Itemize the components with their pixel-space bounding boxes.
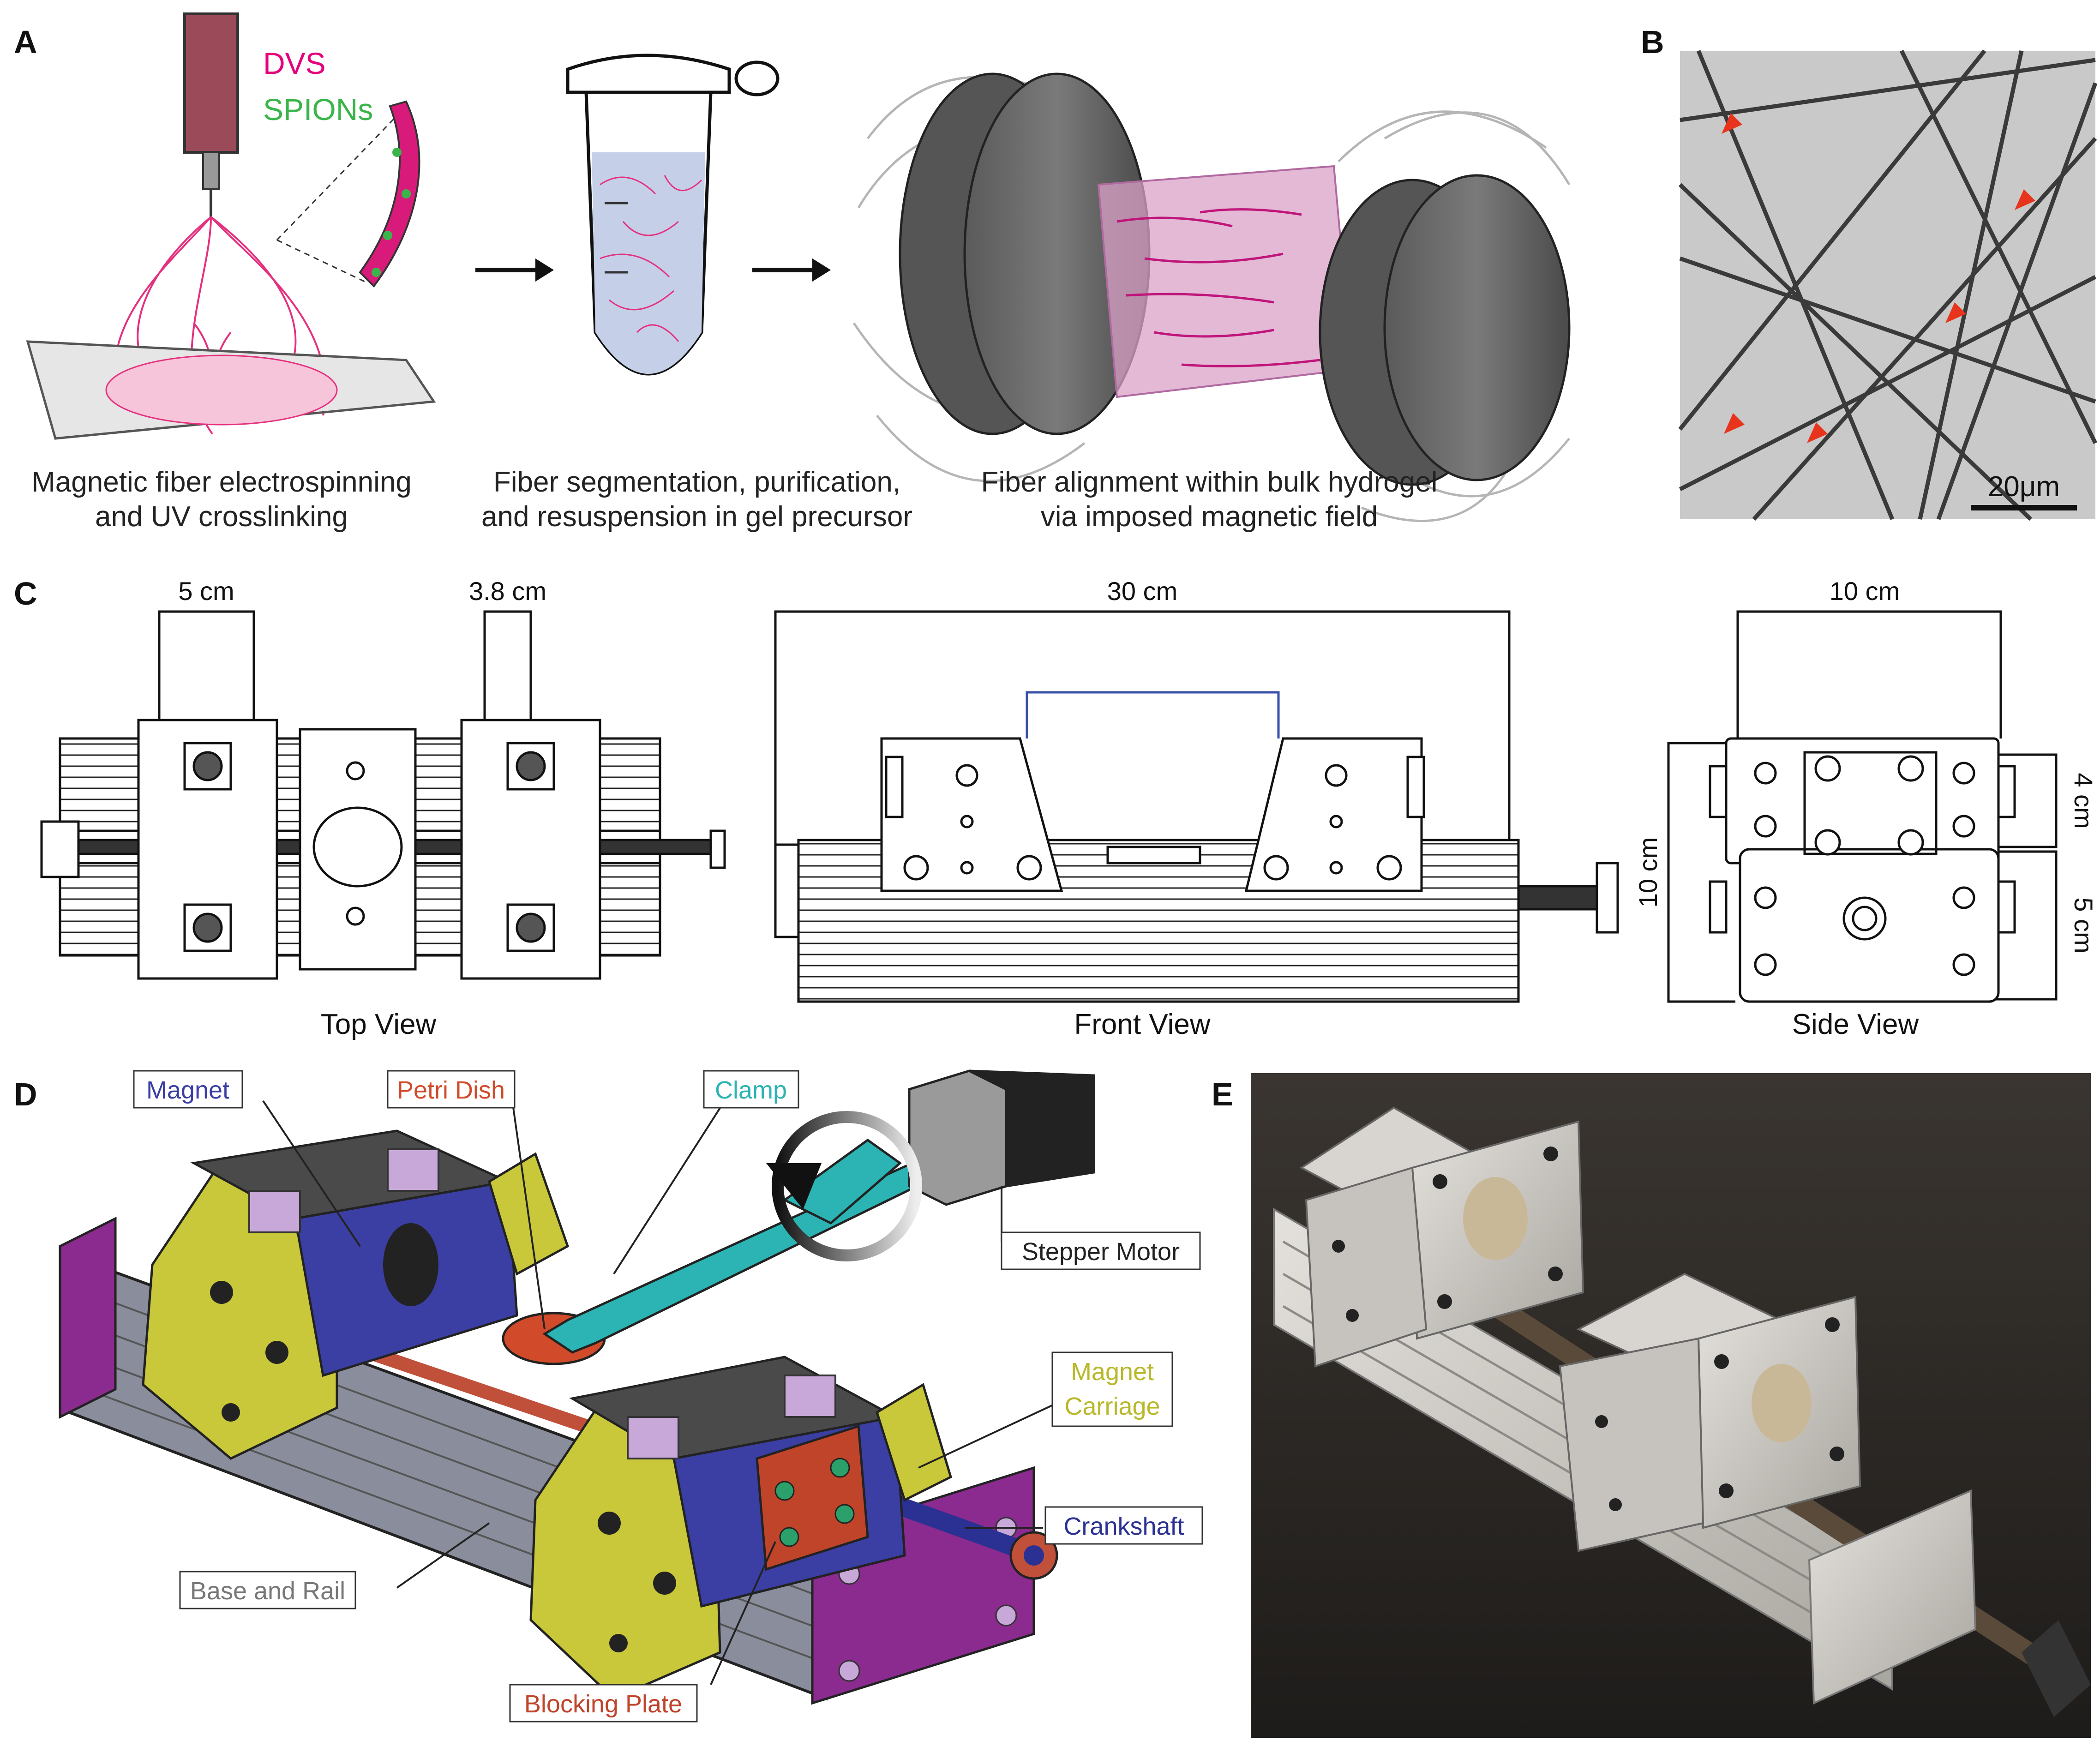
rail-end-plate-left-icon — [59, 1216, 117, 1419]
front-view-label: Front View — [1074, 1009, 1210, 1040]
electrospinning-nozzle-icon — [183, 12, 239, 217]
step1-caption-line1: Magnetic fiber electrospinning — [31, 466, 412, 498]
panel-a: A DVS SPIONs — [14, 12, 1571, 533]
step2-caption-line1: Fiber segmentation, purification, — [493, 466, 900, 498]
red-arrowheads-icon — [1722, 113, 2035, 443]
stepper-motor-icon — [908, 1069, 1008, 1206]
callout-clamp: Clamp — [703, 1070, 799, 1109]
eppendorf-tube-icon — [566, 54, 780, 376]
callout-crankshaft: Crankshaft — [1044, 1506, 1203, 1545]
panel-c-letter: C — [14, 576, 37, 612]
callout-leader-lines — [262, 1100, 1057, 1685]
scale-bar-label: 20μm — [1988, 471, 2060, 503]
svg-text:Magnet: Magnet — [146, 1076, 229, 1104]
panel-b-letter: B — [1641, 24, 1664, 60]
panel-c: C 5 cm 3.8 cm Top View — [14, 576, 2098, 1040]
svg-text:Crankshaft: Crankshaft — [1063, 1513, 1184, 1540]
step3-caption-line2: via imposed magnetic field — [1041, 501, 1378, 533]
svg-text:Magnet: Magnet — [1071, 1358, 1154, 1386]
callout-stepper-motor: Stepper Motor — [1001, 1231, 1201, 1270]
dim-4cm: 4 cm — [2069, 773, 2098, 828]
dim-10cm-top: 10 cm — [1830, 576, 1900, 606]
spions-label: SPIONs — [263, 92, 373, 126]
svg-text:Petri Dish: Petri Dish — [397, 1076, 505, 1104]
dim-10cm-side: 10 cm — [1633, 837, 1662, 908]
panel-d-letter: D — [14, 1076, 37, 1112]
dim-5cm: 5 cm — [178, 576, 234, 606]
panel-e-letter: E — [1212, 1076, 1233, 1112]
side-view-drawing — [1667, 610, 2058, 1003]
top-view-drawing — [40, 610, 726, 980]
side-view-label: Side View — [1792, 1009, 1919, 1040]
panel-b: B 20μm — [1641, 24, 2098, 521]
step2-caption-line2: and resuspension in gel precursor — [481, 501, 912, 533]
callout-blocking-plate: Blocking Plate — [509, 1684, 698, 1723]
panel-a-letter: A — [14, 24, 37, 60]
front-view-drawing — [774, 610, 1619, 1003]
micrograph — [1680, 51, 2095, 519]
aligned-fibers-icon — [1116, 208, 1320, 367]
callout-magnet: Magnet — [133, 1070, 243, 1109]
dim-3-8cm: 3.8 cm — [469, 576, 546, 606]
fiber-mat-icon — [105, 354, 338, 426]
process-arrow-icon-2 — [752, 258, 831, 282]
callout-base-and-rail: Base and Rail — [179, 1571, 356, 1609]
process-arrow-icon — [475, 258, 554, 282]
svg-text:Base and Rail: Base and Rail — [190, 1577, 345, 1605]
dim-5cm-side: 5 cm — [2069, 897, 2098, 953]
svg-text:Stepper Motor: Stepper Motor — [1022, 1238, 1180, 1266]
hydrogel-block-icon — [1097, 165, 1354, 398]
dim-30cm: 30 cm — [1107, 576, 1178, 606]
step1-caption-line2: and UV crosslinking — [95, 501, 348, 533]
magnet-right-icon — [1319, 174, 1571, 486]
magnet-left-icon — [899, 72, 1151, 435]
callout-magnet-carriage: Magnet Carriage — [1051, 1351, 1173, 1427]
svg-text:Clamp: Clamp — [715, 1076, 787, 1104]
step3-caption-line1: Fiber alignment within bulk hydrogel — [981, 466, 1437, 498]
panel-e: E — [1212, 1073, 2091, 1738]
svg-text:Blocking Plate: Blocking Plate — [524, 1690, 682, 1718]
top-view-label: Top View — [321, 1009, 437, 1040]
dvs-label: DVS — [263, 46, 326, 80]
rotation-arrow-icon — [772, 1111, 922, 1261]
fiber-closeup-icon — [359, 100, 420, 288]
svg-text:Carriage: Carriage — [1064, 1393, 1160, 1420]
panel-d: D — [14, 1069, 1203, 1723]
callout-petri-dish: Petri Dish — [387, 1070, 516, 1109]
